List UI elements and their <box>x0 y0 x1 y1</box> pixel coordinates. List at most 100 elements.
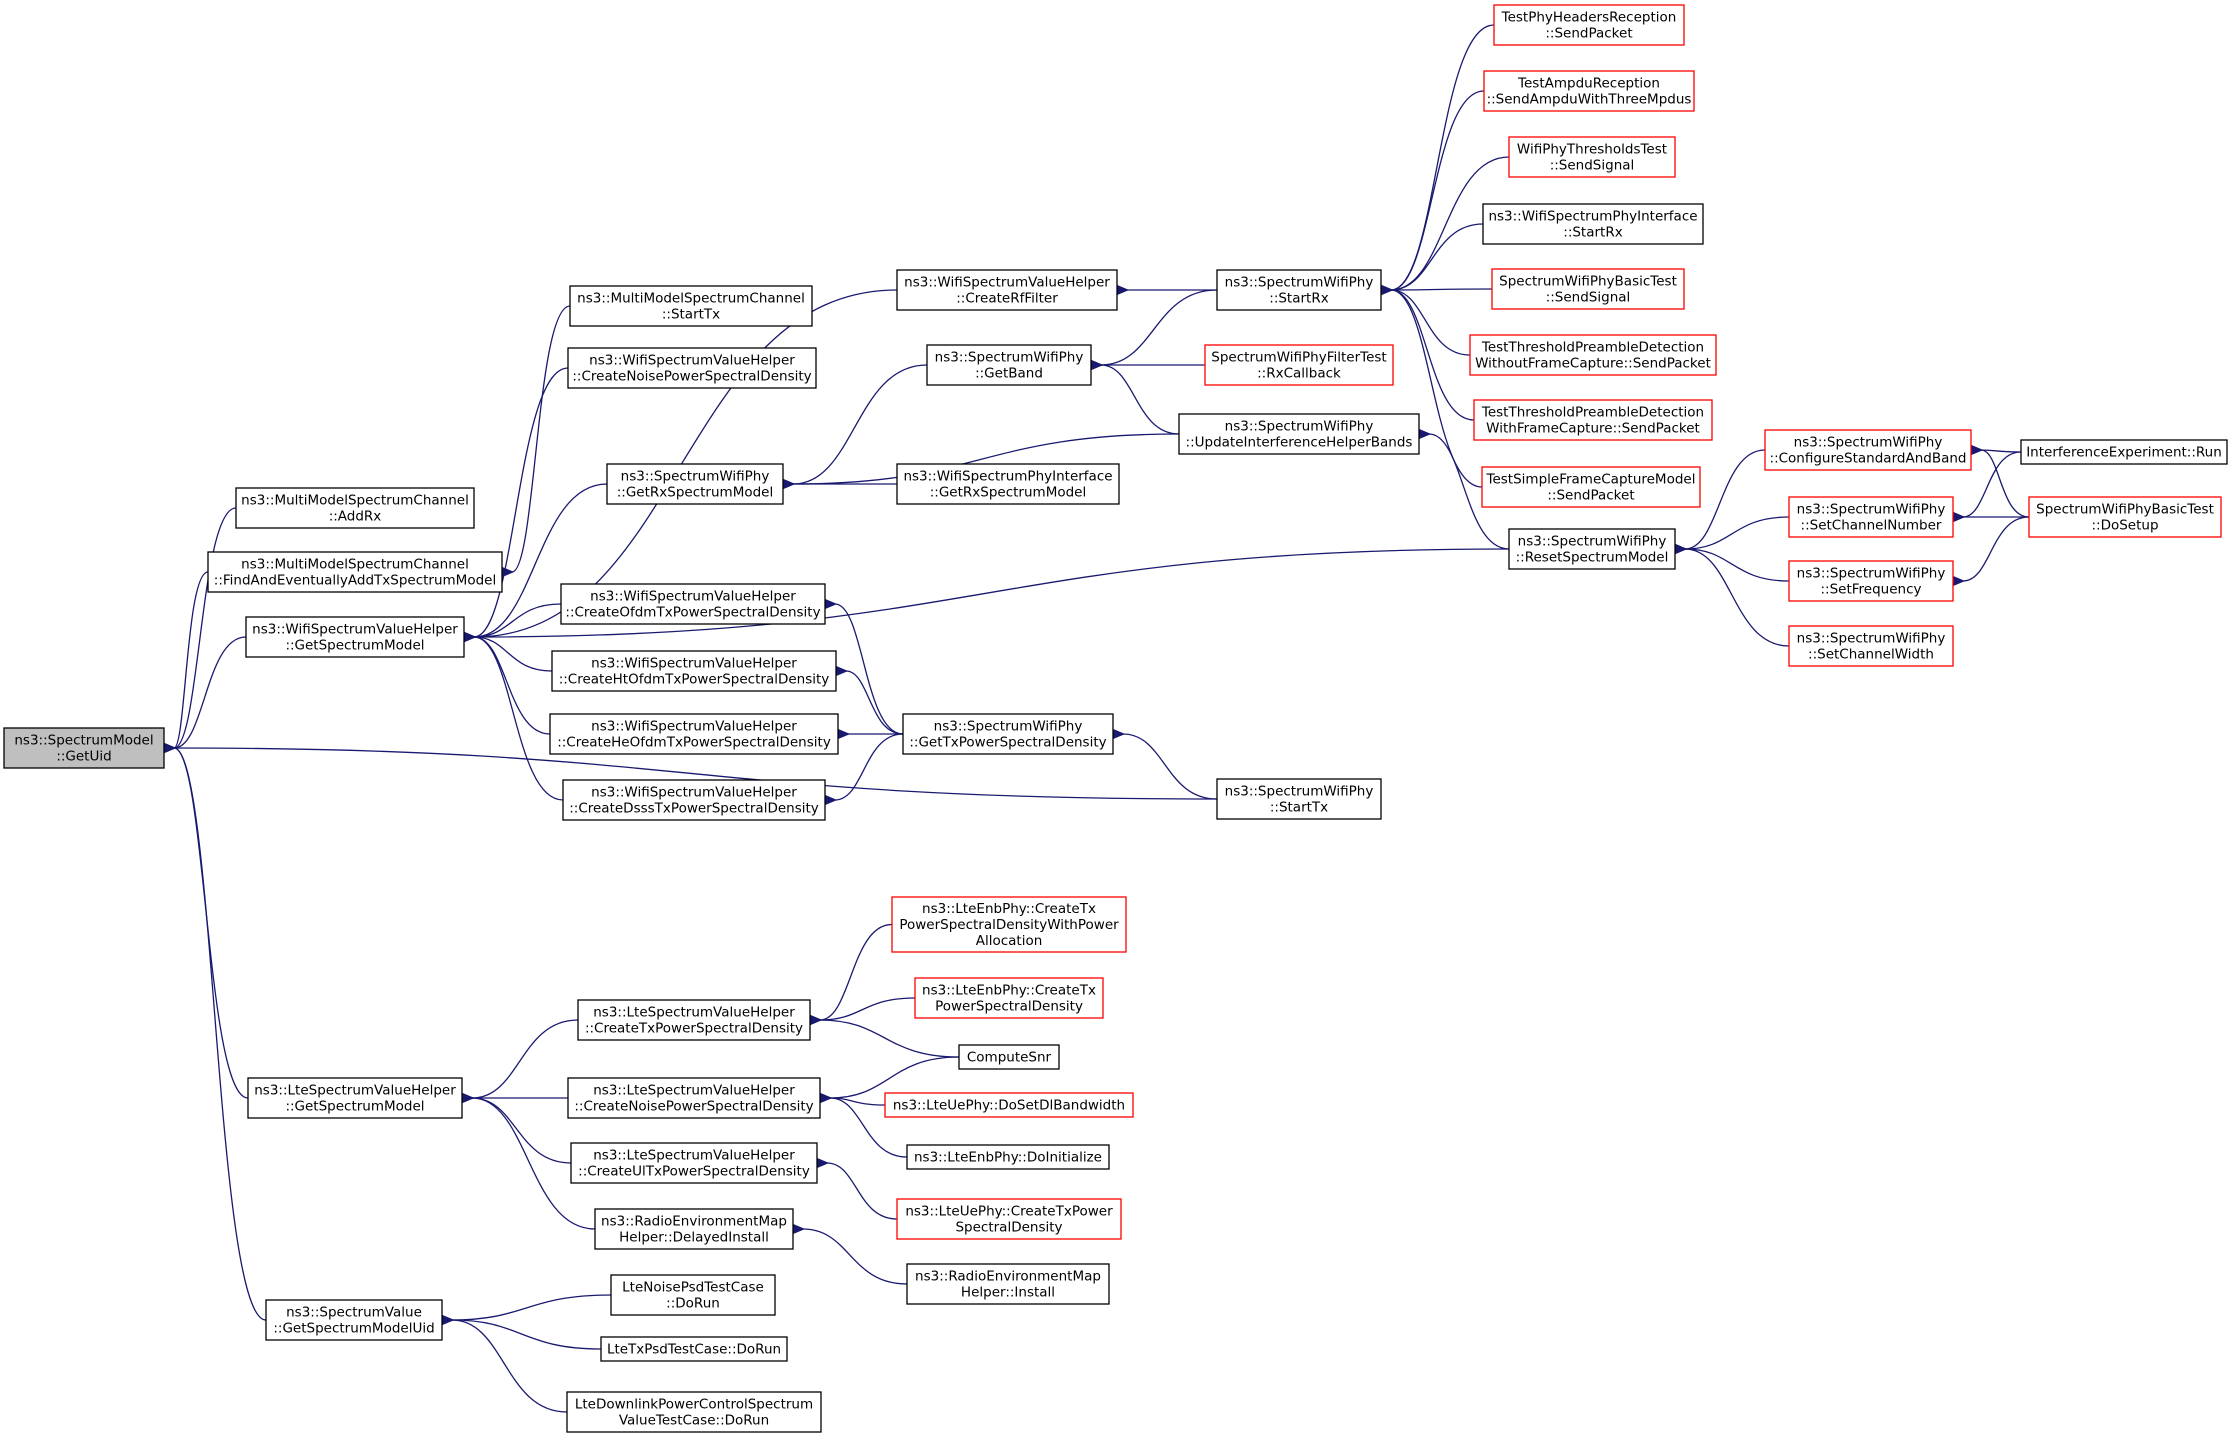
node-label: PowerSpectralDensityWithPower <box>899 917 1119 933</box>
node-box <box>606 463 784 505</box>
edge-line <box>474 637 564 801</box>
node-uePhyTx[interactable]: ns3::LteUePhy::CreateTxPowerSpectralDens… <box>896 1198 1122 1240</box>
edge-line <box>1429 434 1510 550</box>
node-computeSnr[interactable]: ComputeSnr <box>958 1044 1060 1070</box>
node-box <box>1473 399 1713 441</box>
node-swpSetCh[interactable]: ns3::SpectrumWifiPhy::SetChannelNumber <box>1788 496 1954 538</box>
edge-ltesvhGetSM-ltesvhTx <box>472 1019 579 1098</box>
node-ltesvhUl[interactable]: ns3::LteSpectrumValueHelper::CreateUlTxP… <box>570 1142 818 1184</box>
node-label: Helper::DelayedInstall <box>619 1230 769 1246</box>
node-swpbtSend[interactable]: SpectrumWifiPhyBasicTest::SendSignal <box>1491 268 1685 310</box>
node-tphr[interactable]: TestPhyHeadersReception::SendPacket <box>1493 4 1685 46</box>
node-tar[interactable]: TestAmpduReception::SendAmpduWithThreeMp… <box>1483 70 1695 112</box>
node-ltesvhGetSM[interactable]: ns3::LteSpectrumValueHelper::GetSpectrum… <box>247 1077 463 1119</box>
node-label: ns3::WifiSpectrumValueHelper <box>591 785 797 801</box>
edge-line <box>474 637 551 735</box>
node-wspiStartRx[interactable]: ns3::WifiSpectrumPhyInterface::StartRx <box>1482 203 1704 245</box>
edge-swpReset-swpSetFreq <box>1685 549 1790 582</box>
node-root[interactable]: ns3::SpectrumModel::GetUid <box>3 727 165 769</box>
edge-line <box>1981 450 2022 452</box>
edge-line <box>820 997 916 1020</box>
node-swpSetFreq[interactable]: ns3::SpectrumWifiPhy::SetFrequency <box>1788 560 1954 602</box>
node-wsvhNoise[interactable]: ns3::WifiSpectrumValueHelper::CreateNois… <box>567 347 817 389</box>
node-label: ns3::SpectrumModel <box>14 733 153 749</box>
node-label: ::CreateNoisePowerSpectralDensity <box>574 1099 813 1115</box>
node-label: LteTxPsdTestCase::DoRun <box>607 1342 781 1358</box>
node-box <box>3 727 165 769</box>
edge-swpStartRx-ttpdWithout <box>1391 290 1471 356</box>
node-ltesvhNoise[interactable]: ns3::LteSpectrumValueHelper::CreateNoise… <box>567 1077 821 1119</box>
edge-ltesvhTx-computeSnr <box>820 1020 960 1058</box>
node-swpStartRx[interactable]: ns3::SpectrumWifiPhy::StartRx <box>1216 269 1382 311</box>
node-mmStartTx[interactable]: ns3::MultiModelSpectrumChannel::StartTx <box>569 285 813 327</box>
node-enbTx[interactable]: ns3::LteEnbPhy::CreateTxPowerSpectralDen… <box>914 977 1104 1019</box>
node-swpfRx[interactable]: SpectrumWifiPhyFilterTest::RxCallback <box>1204 344 1394 386</box>
node-enbInit[interactable]: ns3::LteEnbPhy::DoInitialize <box>906 1144 1110 1170</box>
node-tsfcm[interactable]: TestSimpleFrameCaptureModel::SendPacket <box>1481 466 1701 508</box>
node-label: ::SendAmpduWithThreeMpdus <box>1487 92 1692 108</box>
node-swpReset[interactable]: ns3::SpectrumWifiPhy::ResetSpectrumModel <box>1508 528 1676 570</box>
edge-ltesvhTx-enbTxAlloc <box>820 923 893 1021</box>
node-uePhyDl[interactable]: ns3::LteUePhy::DoSetDlBandwidth <box>884 1092 1134 1118</box>
edge-line <box>474 603 562 637</box>
node-box <box>891 896 1127 953</box>
node-mmFind[interactable]: ns3::MultiModelSpectrumChannel::FindAndE… <box>207 551 503 593</box>
node-label: ::GetRxSpectrumModel <box>617 485 773 501</box>
node-mmAddRx[interactable]: ns3::MultiModelSpectrumChannel::AddRx <box>235 487 475 529</box>
node-wsvhOfdm[interactable]: ns3::WifiSpectrumValueHelper::CreateOfdm… <box>560 583 826 625</box>
node-box <box>610 1274 776 1316</box>
node-box <box>1788 625 1954 667</box>
node-ieRun[interactable]: InterferenceExperiment::Run <box>2020 439 2228 465</box>
edge-line <box>452 1294 612 1320</box>
node-label: Helper::Install <box>961 1285 1055 1301</box>
node-wsvhGetSM[interactable]: ns3::WifiSpectrumValueHelper::GetSpectru… <box>245 616 465 658</box>
node-wsvhDsss[interactable]: ns3::WifiSpectrumValueHelper::CreateDsss… <box>562 779 826 821</box>
node-box <box>1482 203 1704 245</box>
node-label: ns3::SpectrumWifiPhy <box>1225 275 1374 291</box>
node-enbTxAlloc[interactable]: ns3::LteEnbPhy::CreateTxPowerSpectralDen… <box>891 896 1127 953</box>
node-label: ns3::LteSpectrumValueHelper <box>254 1083 456 1099</box>
node-ttpdWithout[interactable]: TestThresholdPreambleDetectionWithoutFra… <box>1469 334 1717 376</box>
node-label: ::SetFrequency <box>1820 582 1921 598</box>
node-wspiGetRx[interactable]: ns3::WifiSpectrumPhyInterface::GetRxSpec… <box>896 463 1120 505</box>
node-swpUpdate[interactable]: ns3::SpectrumWifiPhy::UpdateInterference… <box>1178 413 1420 455</box>
node-noisePsd[interactable]: LteNoisePsdTestCase::DoRun <box>610 1274 776 1316</box>
edge-swpGetRxSM-swpUpdate <box>793 433 1180 484</box>
node-box <box>1788 496 1954 538</box>
node-txPsd[interactable]: LteTxPsdTestCase::DoRun <box>600 1336 788 1362</box>
node-swpbtSetup[interactable]: SpectrumWifiPhyBasicTest::DoSetup <box>2028 496 2222 538</box>
node-wsvhHt[interactable]: ns3::WifiSpectrumValueHelper::CreateHtOf… <box>551 650 837 692</box>
node-wsvhRf[interactable]: ns3::WifiSpectrumValueHelper::CreateRfFi… <box>896 269 1118 311</box>
node-swpConfig[interactable]: ns3::SpectrumWifiPhy::ConfigureStandardA… <box>1764 429 1972 471</box>
edge-swpStartRx-tsfcm <box>1391 290 1483 488</box>
edge-wsvhGetSM-wsvhHe <box>474 637 551 735</box>
node-swpGetRxSM[interactable]: ns3::SpectrumWifiPhy::GetRxSpectrumModel <box>606 463 784 505</box>
node-label: ::CreateTxPowerSpectralDensity <box>585 1021 803 1037</box>
node-label: ns3::LteSpectrumValueHelper <box>593 1083 795 1099</box>
node-swpGetBand[interactable]: ns3::SpectrumWifiPhy::GetBand <box>926 344 1092 386</box>
node-label: ns3::WifiSpectrumValueHelper <box>589 353 795 369</box>
edge-wsvhHt-swpGetTxPsd <box>846 671 904 735</box>
node-box <box>567 347 817 389</box>
node-wptt[interactable]: WifiPhyThresholdsTest::SendSignal <box>1508 136 1676 178</box>
edge-wsvhDsss-swpGetTxPsd <box>835 733 904 800</box>
node-swpSetWidth[interactable]: ns3::SpectrumWifiPhy::SetChannelWidth <box>1788 625 1954 667</box>
node-label: ::CreateOfdmTxPowerSpectralDensity <box>565 605 820 621</box>
node-swpGetTxPsd[interactable]: ns3::SpectrumWifiPhy::GetTxPowerSpectral… <box>902 713 1114 755</box>
node-ttpdWith[interactable]: TestThresholdPreambleDetectionWithFrameC… <box>1473 399 1713 441</box>
node-dlPc[interactable]: LteDownlinkPowerControlSpectrumValueTest… <box>566 1391 822 1433</box>
node-label: ::GetSpectrumModel <box>285 638 424 654</box>
edge-line <box>830 1056 960 1098</box>
node-box <box>926 344 1092 386</box>
edge-line <box>472 1019 579 1098</box>
node-ltesvhTx[interactable]: ns3::LteSpectrumValueHelper::CreateTxPow… <box>577 999 811 1041</box>
node-wsvhHe[interactable]: ns3::WifiSpectrumValueHelper::CreateHeOf… <box>549 713 839 755</box>
edge-line <box>830 1098 908 1158</box>
node-label: ns3::SpectrumWifiPhy <box>1518 534 1667 550</box>
node-remDelayed[interactable]: ns3::RadioEnvironmentMapHelper::DelayedI… <box>594 1208 794 1250</box>
node-label: WithFrameCapture::SendPacket <box>1486 421 1700 437</box>
node-svGetUid[interactable]: ns3::SpectrumValue::GetSpectrumModelUid <box>265 1299 443 1341</box>
node-swpStartTx[interactable]: ns3::SpectrumWifiPhy::StartTx <box>1216 778 1382 820</box>
node-label: ::CreateRfFilter <box>956 291 1058 307</box>
